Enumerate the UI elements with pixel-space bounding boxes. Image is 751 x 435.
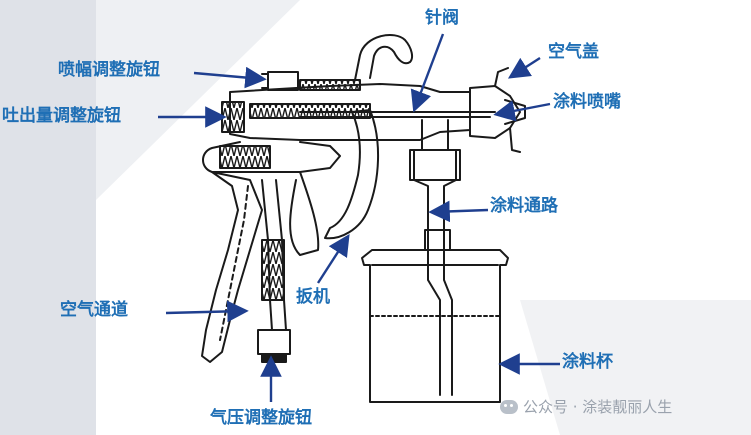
label-trigger: 扳机 <box>296 287 330 307</box>
trigger-shape <box>324 109 380 240</box>
spray-width-knob-shape <box>267 71 299 91</box>
paint-passage-tube <box>413 119 441 396</box>
arrow-needle-valve <box>410 33 445 113</box>
label-flow-knob: 吐出量调整旋钮 <box>2 106 121 126</box>
flow-knob-shape <box>221 101 245 133</box>
handle <box>201 171 263 363</box>
watermark-text: 公众号 · 涂装靓丽人生 <box>523 398 673 416</box>
arrow-air-passage <box>165 300 249 323</box>
label-paint-cup: 涂料杯 <box>562 352 613 372</box>
arrow-trigger <box>316 233 350 284</box>
label-air-cap: 空气盖 <box>548 42 599 62</box>
arrow-nozzle <box>493 100 551 122</box>
label-air-passage: 空气通道 <box>60 300 128 320</box>
arrow-paint-passage <box>428 200 489 223</box>
label-needle-valve: 针阀 <box>425 8 459 28</box>
arrow-spray-width-knob <box>193 66 267 89</box>
air-pressure-knob-shape <box>257 329 291 355</box>
arrow-air-cap <box>507 56 541 79</box>
label-paint-passage: 涂料通路 <box>490 196 558 216</box>
paint-cup-shape <box>361 249 509 403</box>
spray-spring <box>299 79 361 91</box>
wechat-icon <box>500 399 518 414</box>
label-nozzle: 涂料喷嘴 <box>553 92 621 112</box>
watermark: 公众号 · 涂装靓丽人生 <box>500 396 672 417</box>
label-spray-width-knob: 喷幅调整旋钮 <box>58 60 160 80</box>
label-air-pressure-knob: 气压调整旋钮 <box>210 408 312 428</box>
background-panel <box>0 0 96 435</box>
handle-top <box>202 141 341 173</box>
hanging-hook <box>354 34 414 81</box>
